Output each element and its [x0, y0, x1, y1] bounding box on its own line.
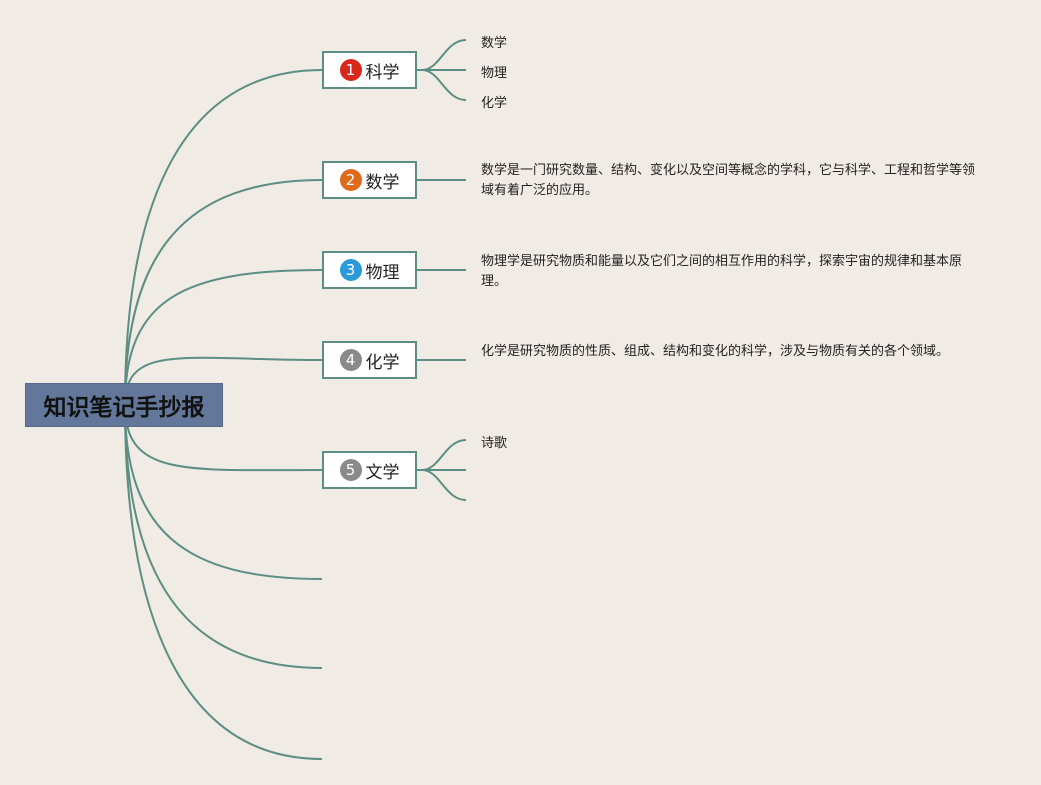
root-topic-label: 知识笔记手抄报	[43, 395, 205, 421]
topic-label: 文学	[365, 462, 400, 483]
root-connector	[124, 404, 323, 760]
topic-label: 数学	[365, 172, 400, 193]
root-connector	[124, 69, 323, 406]
subtopic-chemistry[interactable]: 化学	[481, 96, 508, 111]
chemistry-description[interactable]: 化学是研究物质的性质、组成、结构和变化的科学，涉及与物质有关的各个领域。	[481, 344, 950, 359]
child-connector	[417, 439, 467, 471]
root-connector	[124, 269, 323, 406]
topic-label: 科学	[365, 62, 400, 83]
number-badge-4: 4	[339, 349, 362, 371]
child-connector	[417, 69, 467, 101]
child-connector	[417, 39, 467, 71]
topic-literature[interactable]: 5 文学	[322, 451, 417, 489]
topic-chemistry[interactable]: 4 化学	[322, 341, 417, 379]
math-description[interactable]: 数学是一门研究数量、结构、变化以及空间等概念的学科，它与科学、工程和哲学等领域有…	[481, 163, 976, 198]
number-badge-1: 1	[339, 59, 362, 81]
subtopic-physics[interactable]: 物理	[481, 66, 508, 81]
number-badge-2: 2	[339, 169, 362, 191]
subtopic-poetry[interactable]: 诗歌	[481, 436, 508, 451]
root-connector	[124, 404, 323, 580]
root-connector	[124, 404, 323, 669]
topic-science[interactable]: 1 科学	[322, 51, 417, 89]
root-topic[interactable]: 知识笔记手抄报	[25, 383, 223, 427]
topic-physics[interactable]: 3 物理	[322, 251, 417, 289]
root-connector	[124, 404, 323, 472]
physics-description[interactable]: 物理学是研究物质和能量以及它们之间的相互作用的科学，探索宇宙的规律和基本原理。	[481, 254, 963, 289]
number-badge-3: 3	[339, 259, 362, 281]
number-badge-5: 5	[339, 459, 362, 481]
topic-math[interactable]: 2 数学	[322, 161, 417, 199]
topic-label: 化学	[365, 352, 400, 373]
subtopic-math[interactable]: 数学	[481, 36, 508, 51]
child-connector	[417, 469, 467, 501]
topic-label: 物理	[365, 262, 400, 283]
root-connector	[124, 179, 323, 406]
